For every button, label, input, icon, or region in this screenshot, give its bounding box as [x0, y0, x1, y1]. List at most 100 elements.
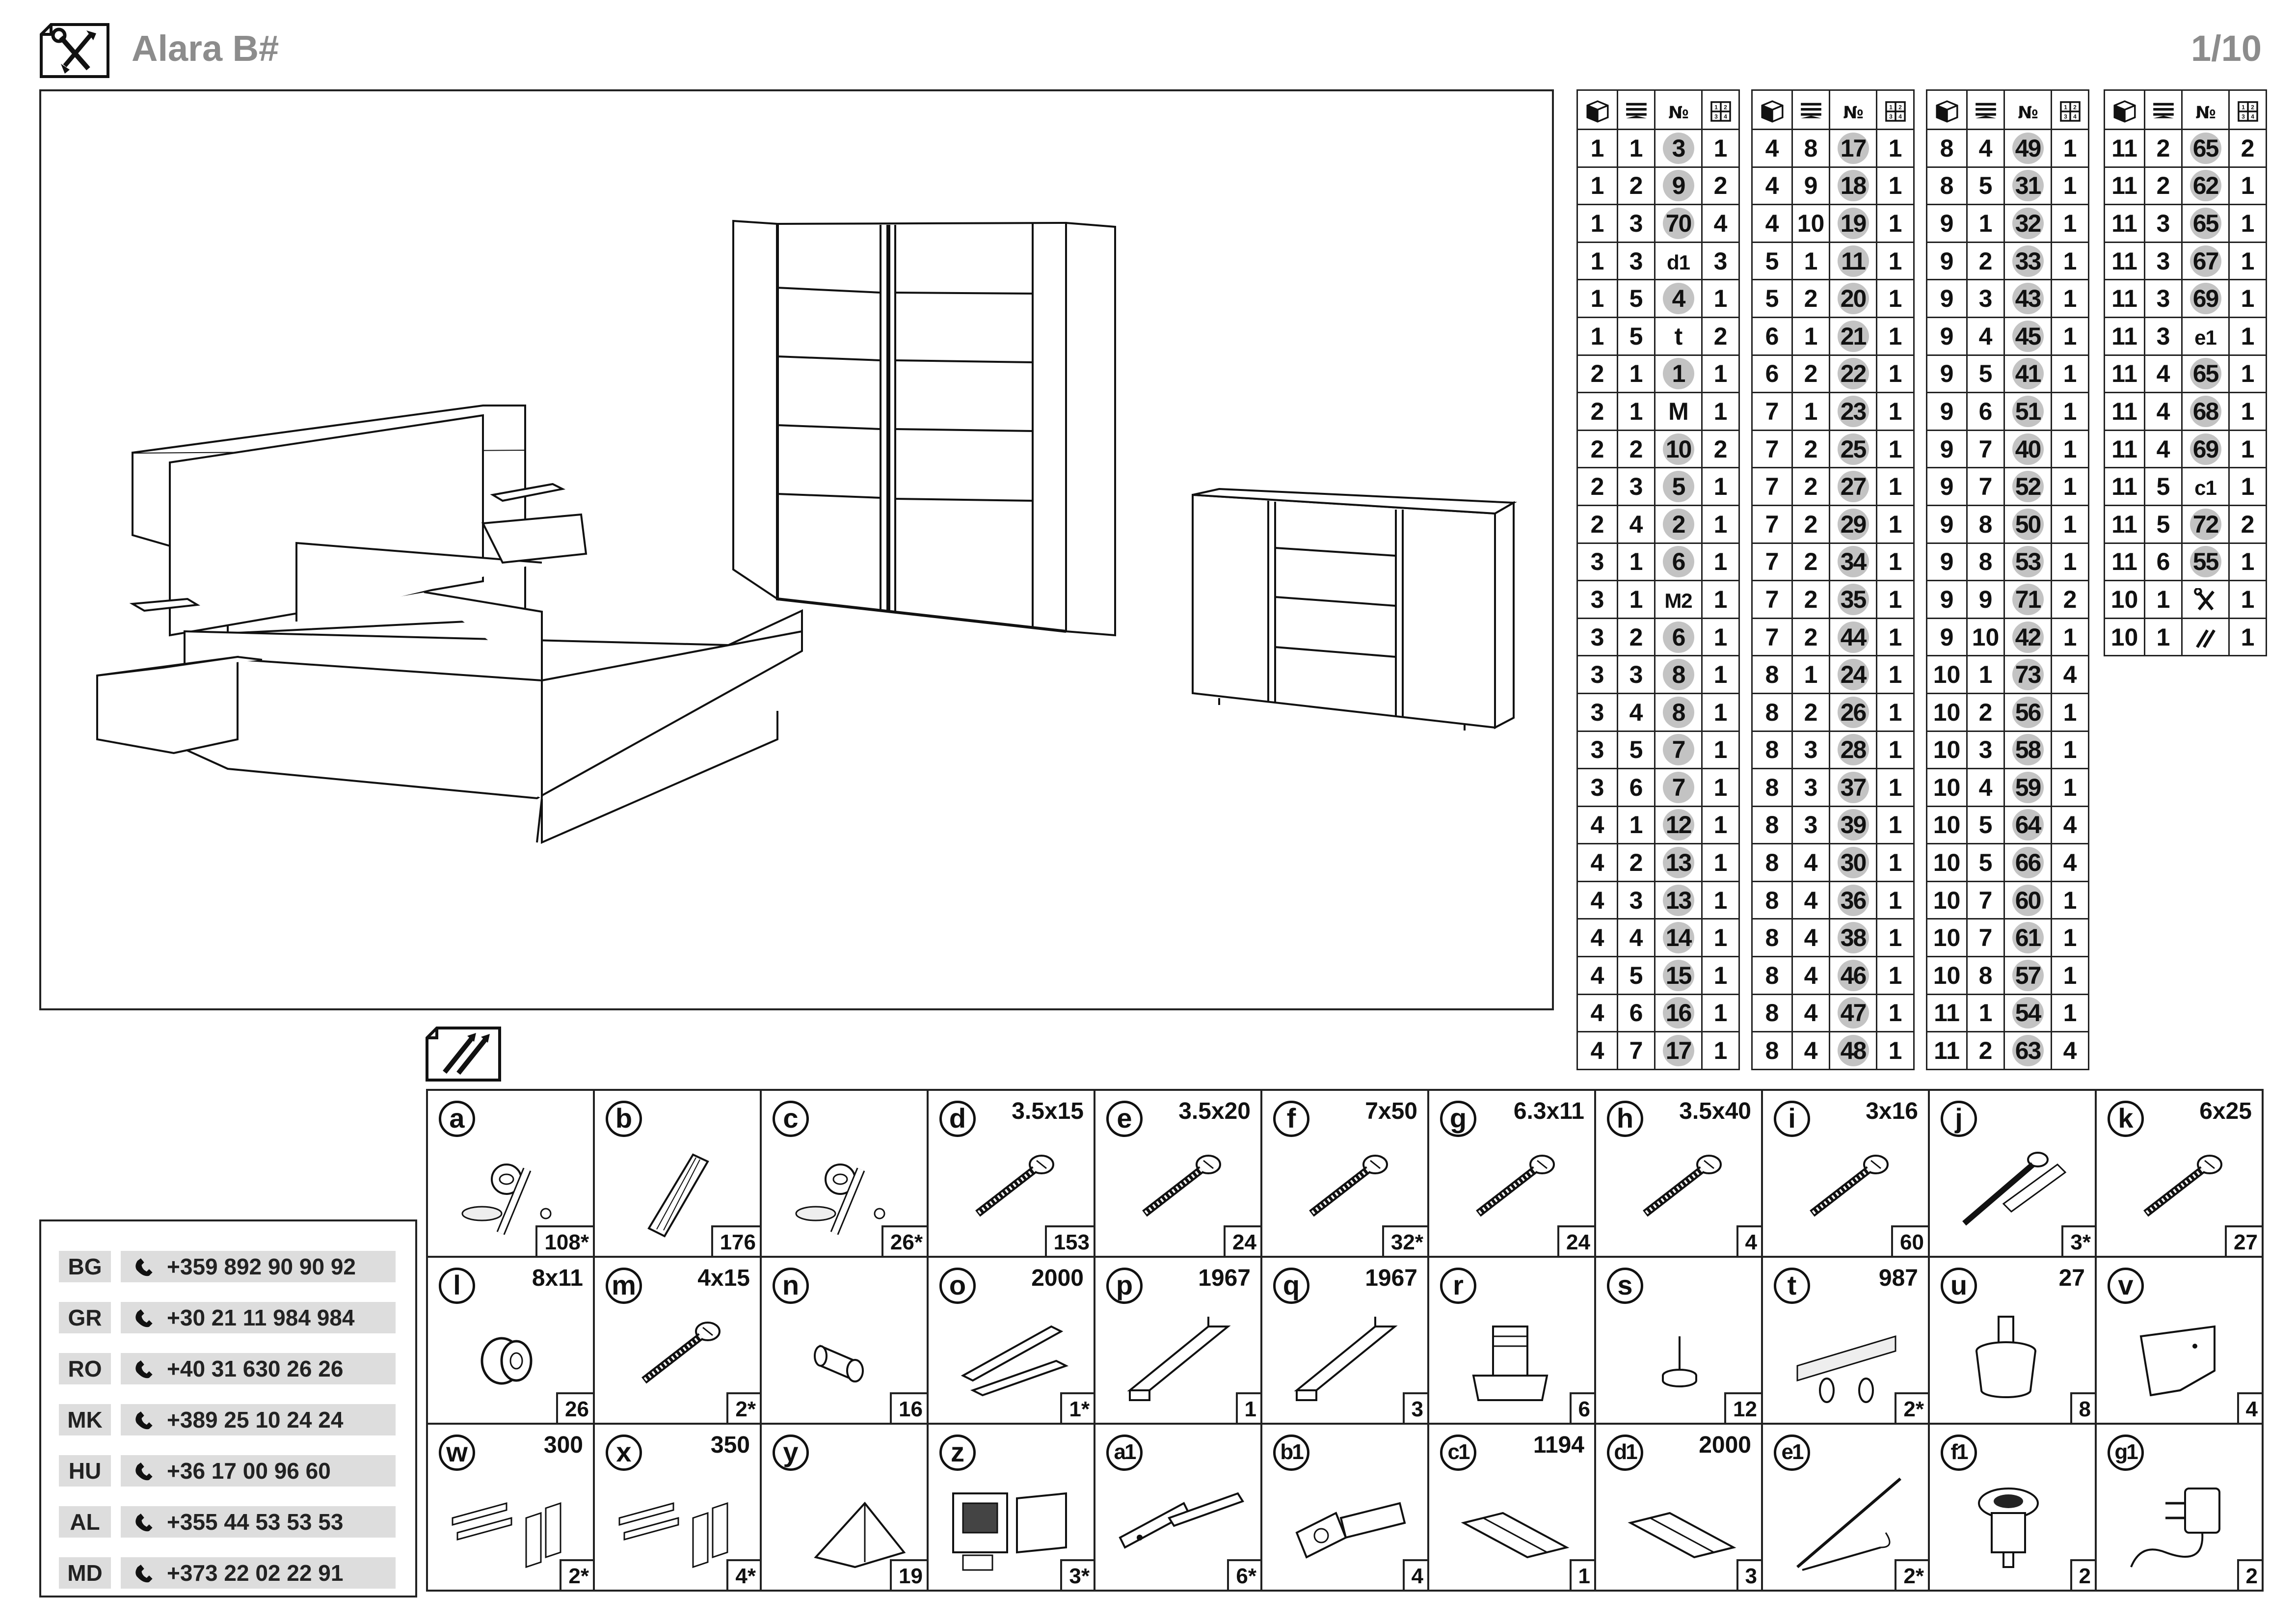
tools-icon — [2193, 588, 2215, 611]
part-number: 65 — [2189, 207, 2221, 239]
hardware-letter: m — [606, 1268, 642, 1304]
part-number-cell: 40 — [2003, 429, 2052, 469]
phone-number[interactable]: +373 22 02 22 91 — [167, 1560, 344, 1586]
panel-cell: 6 — [1966, 392, 2005, 431]
package-cell: 10 — [1926, 692, 1968, 732]
part-number: 54 — [2012, 997, 2044, 1029]
phone-number[interactable]: +30 21 11 984 984 — [167, 1305, 355, 1330]
part-number-cell: 63 — [2003, 1031, 2052, 1070]
package-cell: 4 — [1576, 1031, 1618, 1070]
package-cell: 9 — [1926, 429, 1968, 469]
part-number-cell: 8 — [1654, 655, 1703, 694]
hardware-quantity: 1* — [1060, 1392, 1095, 1425]
panel-cell: 4 — [2144, 392, 2183, 431]
part-number-cell: 72 — [2181, 504, 2230, 544]
part-number-icon: № — [2195, 103, 2216, 123]
part-number: 35 — [1837, 583, 1869, 615]
phone-number[interactable]: +36 17 00 96 60 — [167, 1458, 331, 1484]
quantity-cell: 2 — [2228, 129, 2267, 168]
country-code: GR — [59, 1302, 111, 1333]
part-number-cell: 31 — [2003, 166, 2052, 206]
part-number-cell: 2 — [1654, 504, 1703, 544]
part-number-cell: 60 — [2003, 880, 2052, 920]
hardware-quantity: 24 — [1224, 1225, 1262, 1258]
part-number-cell: 30 — [1829, 843, 1877, 882]
part-number: 8 — [1662, 696, 1694, 728]
hardware-letter: h — [1607, 1101, 1643, 1137]
svg-text:№: № — [2018, 103, 2038, 123]
quantity-cell: 1 — [1876, 580, 1915, 619]
hardware-quantity: 26 — [556, 1392, 595, 1425]
screw-icon — [975, 1155, 1054, 1217]
part-number-cell: 53 — [2003, 542, 2052, 582]
hardware-letter: l — [439, 1268, 475, 1304]
package-cell: 8 — [1751, 655, 1793, 694]
part-number: 43 — [2012, 283, 2044, 315]
svg-text:№: № — [2195, 103, 2216, 123]
panel-cell: 2 — [1791, 542, 1830, 582]
package-cell: 9 — [1926, 279, 1968, 318]
u-profile-icon — [1127, 1317, 1231, 1401]
package-cell: 4 — [1576, 918, 1618, 958]
phone-number[interactable]: +359 892 90 90 92 — [167, 1254, 356, 1279]
hardware-size: 2000 — [1699, 1432, 1751, 1458]
package-cell: 8 — [1751, 730, 1793, 770]
part-number: 19 — [1837, 207, 1869, 239]
part-number-cell: 7 — [1654, 730, 1703, 770]
part-number-icon: № — [1843, 103, 1864, 123]
svg-text:2: 2 — [2073, 104, 2077, 111]
part-number: 31 — [2012, 170, 2044, 202]
sleeve-nut-icon — [481, 1337, 533, 1385]
part-number-cell: 5 — [1654, 467, 1703, 506]
quantity-cell: 1 — [2051, 429, 2089, 469]
quantity-cell: 1 — [2051, 956, 2089, 995]
part-number: 64 — [2012, 809, 2044, 841]
quantity-cell: 1 — [2228, 204, 2267, 243]
part-number-cell: 19 — [1829, 204, 1877, 243]
package-cell: 3 — [1576, 730, 1618, 770]
quantity-cell: 1 — [2051, 880, 2089, 920]
hardware-size: 350 — [710, 1432, 750, 1458]
panel-cell: 10 — [1966, 617, 2005, 657]
quantity-cell: 2 — [1701, 429, 1740, 469]
phone-number[interactable]: +40 31 630 26 26 — [167, 1356, 344, 1381]
part-number: 9 — [1662, 170, 1694, 202]
phone-icon — [135, 1514, 153, 1532]
phone-number[interactable]: +355 44 53 53 53 — [167, 1509, 344, 1535]
hardware-size: 6x25 — [2199, 1098, 2252, 1124]
document-title: Alara B# — [132, 28, 279, 69]
part-number-cell: 62 — [2181, 166, 2230, 206]
quantity-cell: 1 — [1701, 542, 1740, 582]
cam-bolt-icon — [795, 1164, 885, 1235]
phone-number[interactable]: +389 25 10 24 24 — [167, 1407, 344, 1433]
part-number: t — [1674, 322, 1683, 350]
panel-stack-icon — [2153, 103, 2174, 118]
part-number: 4 — [1662, 283, 1694, 315]
part-number: 67 — [2189, 245, 2221, 277]
package-cell: 11 — [2104, 279, 2145, 318]
panel-cell: 6 — [1617, 993, 1655, 1033]
header-cell — [1617, 89, 1655, 130]
panel-cell: 4 — [2144, 354, 2183, 394]
part-number-cell: e1 — [2181, 316, 2230, 356]
